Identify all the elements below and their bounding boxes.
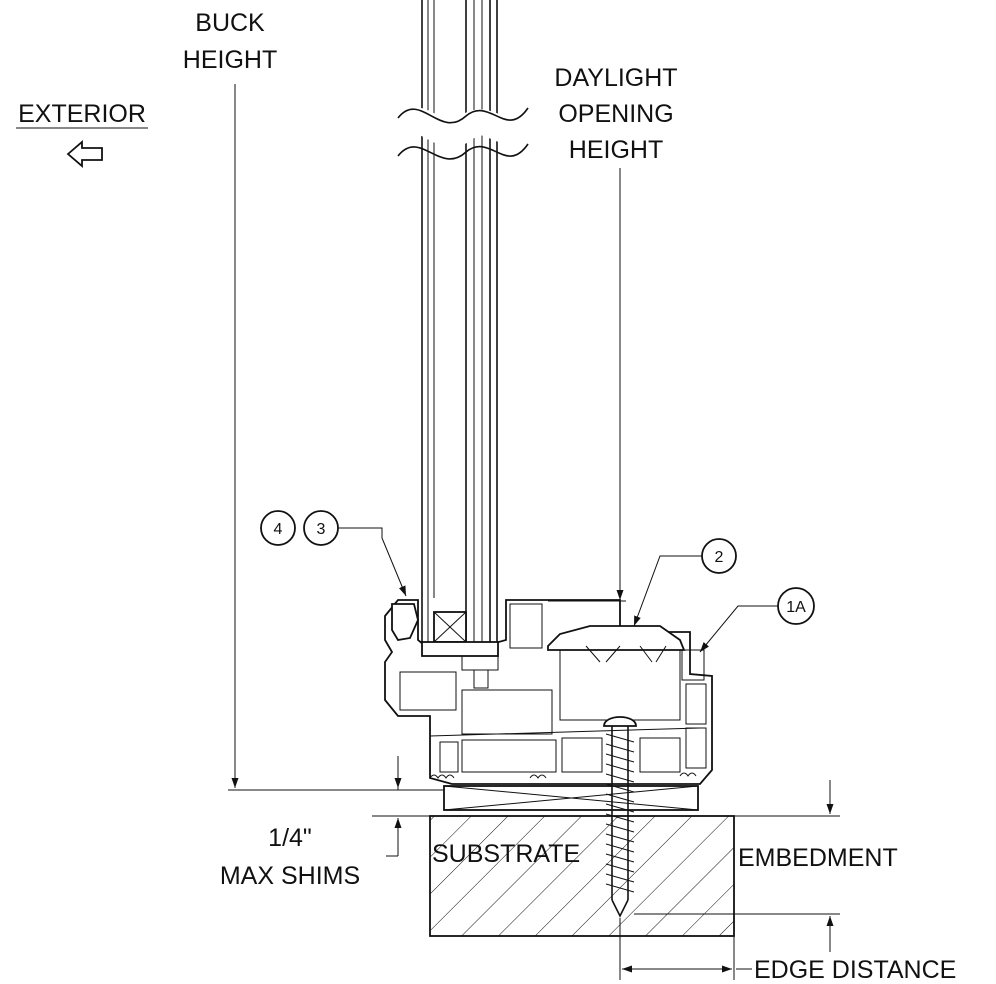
embedment-label: EMBEDMENT [738, 844, 898, 872]
callout-3-text: 3 [317, 521, 326, 538]
daylight-label-line2: OPENING [558, 100, 673, 128]
substrate-label: SUBSTRATE [432, 840, 580, 868]
callout-1a-text: 1A [786, 599, 806, 616]
shims-label-line1: 1/4" [268, 824, 312, 852]
callout-1a: 1A [777, 587, 815, 625]
daylight-opening-dimension [548, 168, 626, 602]
shims [443, 785, 699, 811]
shim-dimension [372, 815, 430, 857]
exterior-label: EXTERIOR [18, 100, 146, 128]
daylight-label-line3: HEIGHT [569, 136, 663, 164]
edge-distance-label: EDGE DISTANCE [754, 956, 956, 984]
sill-frame-profile [384, 599, 713, 785]
exterior-marker: EXTERIOR [16, 100, 148, 168]
edge-distance-dimension [619, 918, 752, 980]
callout-4: 4 [260, 510, 296, 546]
left-arrow-outline-icon [66, 140, 103, 168]
callout-4-text: 4 [274, 521, 283, 538]
buck-height-label-line2: HEIGHT [183, 46, 277, 74]
callout-2: 2 [701, 538, 737, 574]
buck-height-label-line1: BUCK [195, 9, 265, 37]
buck-height-dimension [228, 84, 444, 791]
callout-leaders [338, 527, 778, 653]
embedment-dimension [634, 780, 840, 952]
screw-icon [603, 716, 637, 918]
glass-unit [387, 0, 539, 642]
shims-label-line2: MAX SHIMS [220, 862, 360, 890]
daylight-label-line1: DAYLIGHT [554, 64, 677, 92]
substrate-block [429, 815, 735, 937]
callout-3: 3 [303, 510, 339, 546]
callout-2-text: 2 [715, 549, 724, 566]
